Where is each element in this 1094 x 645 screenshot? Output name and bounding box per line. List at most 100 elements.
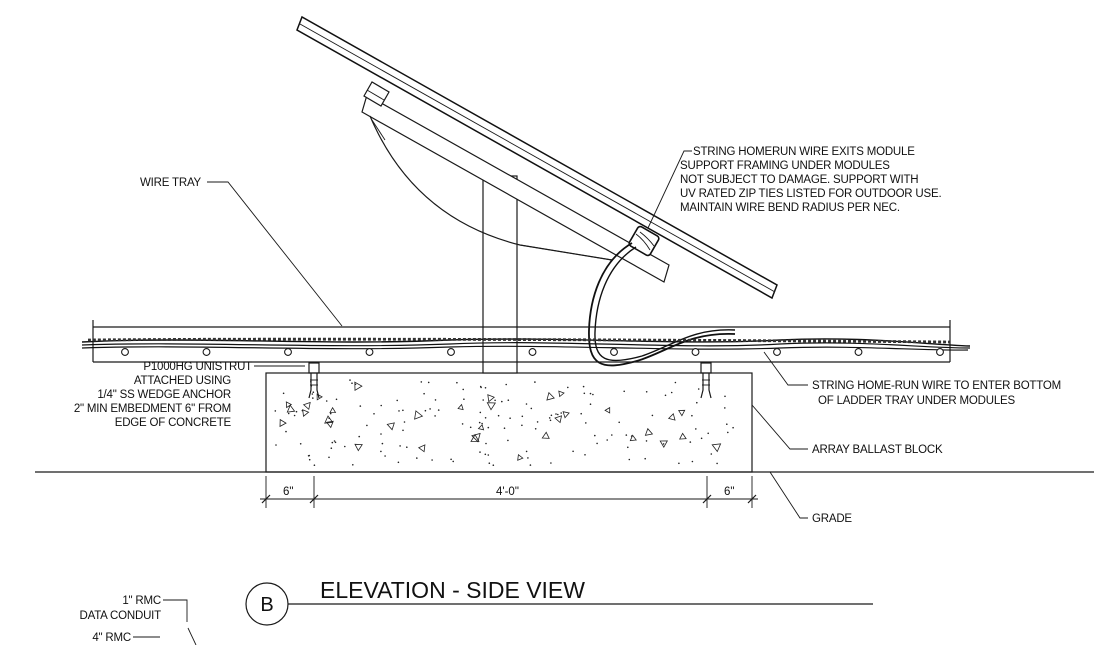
tray-rung-hole	[121, 348, 129, 356]
concrete-speck	[584, 454, 586, 456]
concrete-speck	[503, 427, 506, 430]
concrete-speck	[651, 414, 654, 417]
concrete-speck	[589, 403, 592, 406]
leader-lines	[133, 150, 808, 645]
concrete-speck	[492, 464, 495, 467]
tray-rung-holes	[121, 348, 944, 356]
concrete-speck	[295, 410, 298, 413]
concrete-speck	[529, 464, 532, 466]
concrete-speck	[618, 421, 620, 424]
concrete-speck	[525, 450, 528, 453]
svg-text:MAINTAIN WIRE BEND RADIUS PER: MAINTAIN WIRE BEND RADIUS PER NEC.	[680, 202, 900, 214]
concrete-aggregate	[541, 431, 550, 439]
concrete-speck	[507, 439, 509, 442]
concrete-speck	[396, 399, 399, 402]
concrete-speck	[494, 399, 496, 402]
concrete-speck	[567, 386, 569, 389]
concrete-aggregate	[486, 402, 497, 411]
concrete-speck	[380, 404, 383, 407]
svg-text:P1000HG UNISTRUT: P1000HG UNISTRUT	[143, 361, 252, 373]
concrete-aggregate	[279, 418, 287, 428]
concrete-speck	[623, 390, 625, 393]
concrete-speck	[582, 385, 585, 388]
concrete-speck	[530, 407, 533, 410]
concrete-speck	[311, 393, 314, 395]
concrete-speck	[645, 391, 648, 393]
concrete-speck	[312, 397, 314, 399]
concrete-speck	[525, 403, 528, 405]
dim-left-label: 6"	[283, 486, 293, 498]
tray-rung-hole	[202, 348, 211, 356]
concrete-speck	[330, 447, 333, 450]
concrete-speck	[463, 398, 465, 401]
label-rmc-data: 1" RMC DATA CONDUIT	[79, 595, 161, 622]
tray-rung-hole	[610, 348, 618, 356]
concrete-speck	[550, 414, 553, 417]
view-bubble-letter: B	[260, 594, 273, 616]
concrete-speck	[726, 423, 728, 426]
concrete-speck	[344, 445, 346, 448]
svg-text:STRING HOMERUN WIRE EXITS MODU: STRING HOMERUN WIRE EXITS MODULE	[693, 146, 915, 158]
concrete-speck	[429, 408, 431, 410]
concrete-speck	[485, 442, 487, 445]
view-title: ELEVATION - SIDE VIEW	[320, 577, 585, 603]
concrete-speck	[627, 446, 629, 449]
concrete-speck	[479, 411, 482, 414]
concrete-aggregate	[414, 410, 424, 420]
concrete-speck	[427, 381, 430, 384]
concrete-aggregate	[604, 406, 611, 414]
concrete-speck	[678, 462, 680, 465]
concrete-speck	[484, 453, 487, 456]
concrete-speck	[724, 395, 726, 398]
concrete-speck	[402, 429, 404, 432]
concrete-speck	[399, 445, 401, 447]
label-rmc-4: 4" RMC	[92, 632, 131, 644]
concrete-speck	[662, 443, 665, 445]
concrete-speck	[299, 443, 302, 445]
concrete-speck	[349, 379, 351, 381]
concrete-speck	[707, 432, 709, 435]
rail-clip	[363, 81, 390, 107]
concrete-speck	[380, 450, 382, 453]
concrete-speck	[594, 434, 596, 437]
concrete-aggregate	[302, 409, 310, 417]
concrete-speck	[482, 399, 485, 401]
concrete-aggregate	[667, 413, 676, 421]
concrete-aggregate	[629, 434, 637, 442]
concrete-speck	[696, 401, 698, 404]
concrete-speck	[689, 441, 692, 443]
concrete-aggregate	[487, 394, 495, 403]
concrete-speck	[534, 381, 536, 383]
concrete-speck	[352, 464, 354, 466]
label-home-run: STRING HOME-RUN WIRE TO ENTER BOTTOM OF …	[812, 380, 1061, 407]
concrete-aggregate	[386, 422, 395, 431]
concrete-aggregate	[477, 424, 485, 431]
concrete-speck	[644, 457, 646, 460]
concrete-aggregate	[324, 415, 334, 424]
concrete-speck	[589, 392, 592, 395]
concrete-speck	[312, 391, 315, 394]
concrete-speck	[423, 392, 425, 395]
svg-text:UV RATED ZIP TIES LISTED FOR O: UV RATED ZIP TIES LISTED FOR OUTDOOR USE…	[680, 188, 941, 200]
svg-text:SUPPORT FRAMING UNDER MODULES: SUPPORT FRAMING UNDER MODULES	[680, 160, 890, 172]
tray-rung-hole	[528, 348, 537, 356]
concrete-speck	[331, 441, 334, 444]
concrete-speck	[406, 446, 408, 449]
concrete-speck	[592, 393, 594, 396]
label-grade: GRADE	[812, 513, 852, 525]
concrete-speck	[487, 426, 490, 429]
concrete-speck	[664, 394, 667, 397]
svg-text:1/4" SS WEDGE ANCHOR: 1/4" SS WEDGE ANCHOR	[97, 389, 231, 401]
dimension-lines	[260, 476, 758, 508]
concrete-speck	[674, 381, 677, 384]
concrete-speck	[507, 399, 510, 402]
concrete-speck	[691, 460, 694, 463]
concrete-speck	[580, 412, 582, 415]
concrete-speck	[325, 400, 328, 402]
concrete-speck	[625, 434, 628, 436]
concrete-aggregate	[417, 444, 426, 453]
tray-rung-hole	[447, 348, 455, 356]
concrete-aggregate	[679, 432, 687, 440]
concrete-speck	[450, 458, 452, 461]
concrete-aggregate	[286, 404, 296, 413]
